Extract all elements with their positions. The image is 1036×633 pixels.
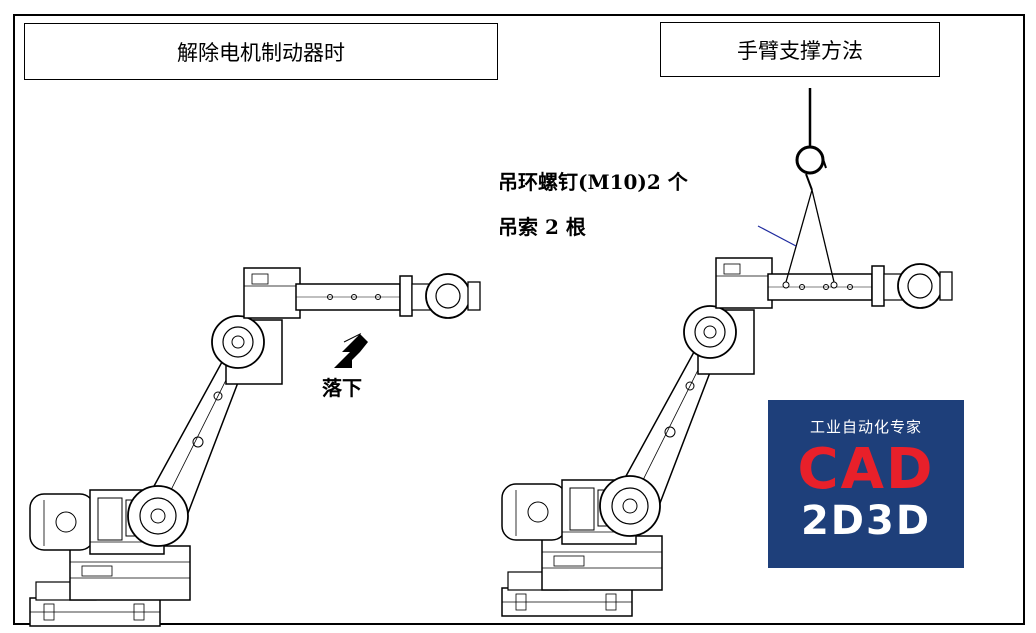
right-title-text: 手臂支撑方法: [737, 38, 863, 63]
robot-left: [29, 267, 481, 627]
leader-line: [757, 225, 797, 247]
left-title-text: 解除电机制动器时: [177, 40, 345, 65]
sling-ropes: [782, 189, 838, 289]
fall-arrow-icon: [334, 332, 368, 368]
figure-frame: [13, 14, 1025, 625]
crane-hook-icon: [795, 88, 827, 191]
watermark-logo: 工业自动化专家 CAD 2D3D: [768, 400, 964, 568]
sling-note: 吊索 2 根: [498, 215, 586, 239]
watermark-2d3d: 2D3D: [800, 498, 932, 544]
fall-label: 落下: [322, 376, 362, 400]
eyebolt-note: 吊环螺钉(M10)2 个: [498, 170, 688, 194]
left-panel-title: 解除电机制动器时: [24, 23, 498, 80]
watermark-cad: CAD: [797, 437, 935, 502]
right-panel-title: 手臂支撑方法: [660, 22, 940, 77]
watermark-brand: 工业自动化专家: [809, 418, 922, 436]
